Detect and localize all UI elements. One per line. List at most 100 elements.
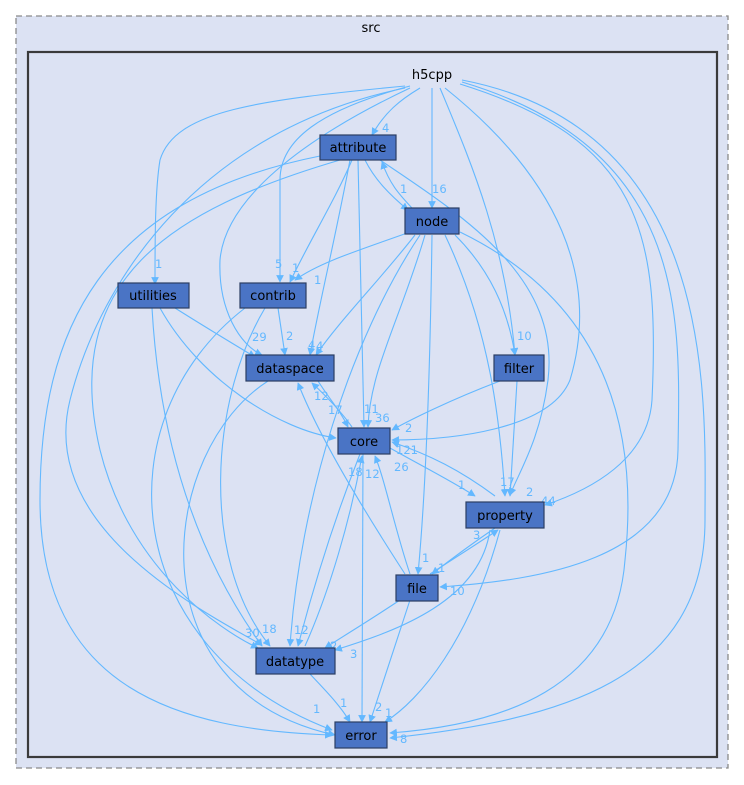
node-core[interactable]: core — [337, 427, 391, 455]
node-attribute[interactable]: attribute — [319, 134, 397, 161]
edge-attribute-core — [357, 159, 368, 428]
node-label: node — [416, 215, 448, 230]
edge-label: 29 — [252, 330, 267, 344]
error-node-box[interactable] — [334, 721, 388, 749]
edge-utilities-dataspace — [174, 307, 256, 358]
edge-file-dataspace — [296, 382, 406, 575]
edge-label: 2 — [330, 639, 337, 653]
edge-label: 10 — [450, 584, 465, 598]
node-dataspace[interactable]: dataspace — [245, 354, 335, 382]
edge-contrib-error — [151, 307, 333, 732]
edge-label: 1 — [340, 696, 347, 710]
core-node-box[interactable] — [337, 427, 391, 455]
node-node-box[interactable] — [404, 207, 460, 235]
edge-label: 11 — [364, 402, 379, 416]
edge-node-dataspace — [315, 234, 416, 356]
edge-label: 2 — [526, 485, 533, 499]
node-file[interactable]: file — [395, 574, 439, 602]
node-utilities[interactable]: utilities — [117, 282, 190, 309]
edge-label: 12 — [314, 389, 329, 403]
edge-label: 1 — [438, 561, 445, 575]
edge-label: 30 — [245, 626, 260, 640]
edges — [39, 79, 706, 742]
edge-label: 1 — [292, 261, 299, 275]
edge-utilities-core — [159, 307, 337, 441]
edge-contrib-datatype — [220, 307, 271, 647]
edge-file-property — [429, 529, 499, 575]
edge-filter-core — [391, 380, 501, 431]
edge-attribute-property — [379, 159, 550, 496]
src-cluster-label: src — [362, 21, 381, 36]
edge-core-error — [358, 453, 366, 723]
edge-h5cpp-filter — [439, 87, 519, 356]
edge-label: 5 — [275, 257, 282, 271]
edge-attribute-datatype — [91, 159, 341, 649]
edge-label: 18 — [348, 465, 363, 479]
edge-label: 1 — [313, 702, 320, 716]
edge-label: 2 — [375, 700, 382, 714]
edge-contrib-dataspace — [277, 307, 288, 356]
h5cpp-cluster-label[interactable]: h5cpp — [412, 68, 452, 83]
edge-label: 1 — [314, 273, 321, 287]
edge-label: 2 — [405, 421, 412, 435]
filter-node-box[interactable] — [493, 354, 545, 382]
utilities-node-box[interactable] — [117, 282, 190, 309]
edge-label: 17 — [500, 475, 515, 489]
edge-datatype-error — [309, 673, 351, 723]
edge-node-datatype — [286, 234, 421, 647]
contrib-label: contrib — [250, 289, 296, 304]
contrib-node-box[interactable] — [239, 282, 307, 309]
edge-label: 4 — [316, 339, 323, 353]
node-node[interactable]: node — [404, 207, 460, 235]
dataspace-label: dataspace — [256, 362, 323, 377]
node-datatype[interactable]: datatype — [255, 647, 336, 675]
edge-core-dataspace — [311, 382, 353, 428]
file-node-box[interactable] — [395, 574, 439, 602]
node-error[interactable]: error — [334, 721, 388, 749]
edge-node-error — [389, 231, 629, 737]
dataspace-node-box[interactable] — [245, 354, 335, 382]
core-label: core — [350, 435, 378, 450]
edge-h5cpp-datatype — [65, 87, 406, 646]
edge-label: 18 — [262, 622, 277, 636]
edge-label: 1 — [422, 551, 429, 565]
h5cpp-cluster — [26, 50, 719, 759]
datatype-node-box[interactable] — [255, 647, 336, 675]
attribute-node-box[interactable] — [319, 134, 397, 161]
edge-label: 4 — [382, 121, 389, 135]
node-contrib[interactable]: contrib — [239, 282, 307, 309]
edge-h5cpp-core — [391, 87, 581, 444]
datatype-label: datatype — [266, 655, 324, 670]
edge-attribute-contrib — [289, 159, 353, 283]
property-node-box[interactable] — [465, 501, 545, 529]
edge-h5cpp-property — [459, 83, 654, 507]
edge-file-error — [368, 599, 411, 723]
edge-h5cpp-error — [389, 79, 706, 742]
edge-utilities-datatype — [151, 307, 263, 647]
edge-label: 3 — [350, 647, 357, 661]
node-filter[interactable]: filter — [493, 354, 545, 382]
edge-node-file — [414, 234, 433, 575]
edge-attribute-node — [364, 159, 409, 211]
edge-h5cpp-file — [439, 81, 680, 591]
edge-node-core — [364, 234, 426, 428]
edge-h5cpp-contrib — [276, 85, 411, 283]
edge-label: 16 — [432, 182, 447, 196]
node-property[interactable]: property — [465, 501, 545, 529]
edge-core-datatype — [296, 453, 361, 647]
edge-label: 10 — [517, 329, 532, 343]
filter-label: filter — [504, 362, 535, 377]
edge-attribute-dataspace — [307, 159, 351, 356]
edge-label: 1 — [155, 257, 162, 271]
edge-label: 26 — [394, 460, 409, 474]
edge-label: 4 — [308, 338, 315, 352]
edge-node-property — [444, 234, 509, 497]
edge-label: 12 — [365, 467, 380, 481]
edge-property-error — [384, 529, 501, 723]
edge-label: 1 — [400, 182, 407, 196]
property-label: property — [477, 509, 533, 524]
edge-label: 8 — [400, 732, 407, 746]
edge-label: 2 — [286, 329, 293, 343]
edge-label: 121 — [396, 443, 418, 457]
edge-property-core — [391, 440, 496, 497]
